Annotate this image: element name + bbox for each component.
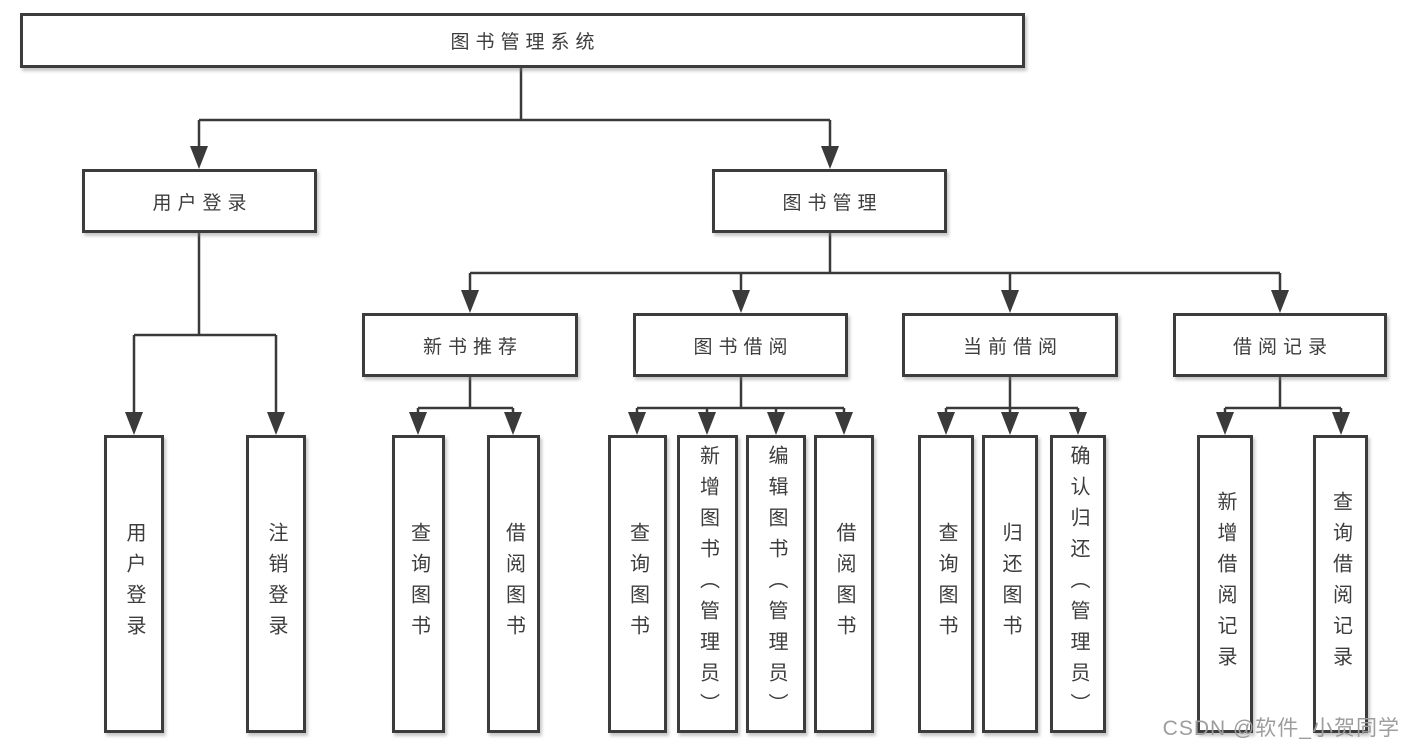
leaf-user-login: 用户登录	[104, 435, 164, 733]
node-user-login-label: 用户登录	[152, 192, 253, 214]
node-book-borrow: 图书借阅	[633, 313, 848, 377]
leaf-user-login-label: 用户登录	[123, 522, 145, 646]
leaf-logout-label: 注销登录	[265, 522, 287, 646]
leaf-query-book-borrow: 查询图书	[608, 435, 667, 733]
leaf-edit-book-admin-label: 编辑图书（管理员）	[765, 444, 787, 724]
leaf-query-borrow-record-label: 查询借阅记录	[1329, 491, 1352, 677]
leaf-query-book-recommend-label: 查询图书	[407, 522, 430, 646]
leaf-borrow-book: 借阅图书	[814, 435, 874, 733]
leaf-edit-book-admin: 编辑图书（管理员）	[746, 435, 806, 733]
leaf-query-borrow-record: 查询借阅记录	[1313, 435, 1368, 733]
leaf-confirm-return-admin-label: 确认归还（管理员）	[1067, 444, 1089, 724]
leaf-query-book-recommend: 查询图书	[392, 435, 445, 733]
leaf-add-book-admin-label: 新增图书（管理员）	[696, 444, 719, 724]
node-current-borrow-label: 当前借阅	[962, 336, 1063, 358]
leaf-borrow-book-label: 借阅图书	[833, 522, 855, 646]
leaf-return-book: 归还图书	[982, 435, 1038, 733]
node-new-book-recommend: 新书推荐	[362, 313, 578, 377]
node-book-management: 图书管理	[712, 169, 947, 233]
leaf-confirm-return-admin: 确认归还（管理员）	[1050, 435, 1106, 733]
csdn-watermark: CSDN @软件_小贺同学	[1162, 717, 1400, 740]
leaf-borrow-book-recommend: 借阅图书	[487, 435, 540, 733]
node-current-borrow: 当前借阅	[902, 313, 1118, 377]
leaf-query-book-current-label: 查询图书	[935, 522, 957, 646]
leaf-add-book-admin: 新增图书（管理员）	[677, 435, 738, 733]
leaf-logout: 注销登录	[246, 435, 306, 733]
node-borrow-record-label: 借阅记录	[1232, 336, 1333, 358]
leaf-query-book-current: 查询图书	[918, 435, 974, 733]
leaf-return-book-label: 归还图书	[999, 522, 1021, 646]
node-root-label: 图书管理系统	[450, 32, 601, 53]
leaf-query-book-borrow-label: 查询图书	[626, 522, 649, 646]
node-root: 图书管理系统	[20, 13, 1025, 68]
leaf-borrow-book-recommend-label: 借阅图书	[502, 522, 525, 646]
arrowheads	[125, 146, 1350, 435]
node-borrow-record: 借阅记录	[1173, 313, 1387, 377]
node-user-login: 用户登录	[82, 169, 317, 233]
node-new-book-recommend-label: 新书推荐	[422, 336, 523, 358]
node-book-management-label: 图书管理	[782, 192, 883, 214]
node-book-borrow-label: 图书借阅	[693, 336, 794, 358]
leaf-add-borrow-record: 新增借阅记录	[1197, 435, 1253, 733]
leaf-add-borrow-record-label: 新增借阅记录	[1214, 491, 1236, 677]
